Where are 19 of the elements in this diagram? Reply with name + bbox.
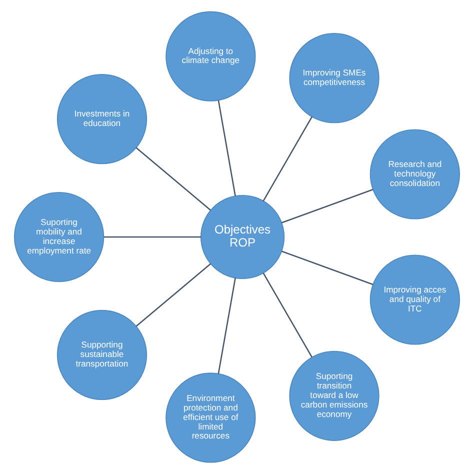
connector bbox=[281, 250, 374, 286]
node-circle: Environment protection and efficient use of limited resources bbox=[166, 372, 256, 463]
node-circle: Improving SMEs competitiveness bbox=[289, 33, 380, 124]
connector bbox=[104, 236, 201, 238]
node-circle: Adjusting to climate change bbox=[166, 11, 256, 102]
node-circle: Improving acces and quality of ITC bbox=[370, 254, 460, 345]
node-circle: Investments in education bbox=[56, 74, 148, 164]
node-circle: Objectives ROP bbox=[200, 194, 285, 280]
node-circle: Suporting transition toward a low carbon emissions economy bbox=[289, 350, 380, 441]
connector bbox=[281, 188, 374, 224]
node-circle: Research and technology consolidation bbox=[370, 129, 460, 220]
node-circle: Suporting mobility and increase employment rate bbox=[14, 192, 104, 282]
node-circle: Supporting sustainable transportation bbox=[56, 310, 148, 400]
connector bbox=[262, 272, 312, 358]
connector bbox=[218, 278, 236, 374]
connector bbox=[218, 100, 236, 196]
connector bbox=[136, 263, 212, 327]
connector bbox=[262, 116, 312, 202]
connector bbox=[136, 147, 212, 211]
